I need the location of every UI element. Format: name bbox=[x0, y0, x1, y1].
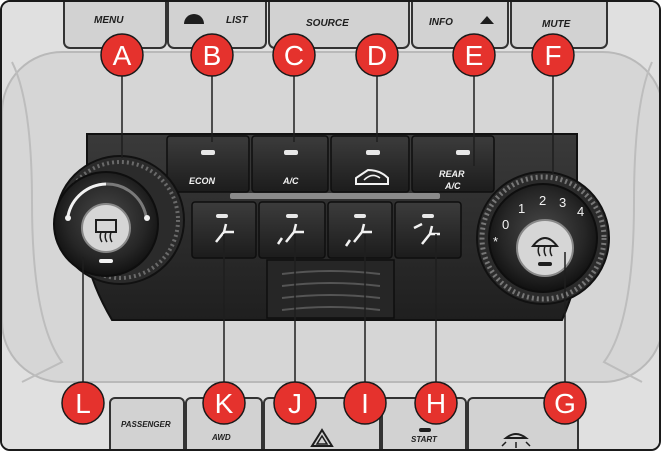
phone-icon bbox=[184, 14, 204, 24]
bezel-contour-left bbox=[11, 61, 64, 383]
callout-h-label: H bbox=[426, 388, 446, 419]
airflow-feet-indicator bbox=[354, 214, 366, 218]
interior-light-icon bbox=[501, 433, 531, 448]
callout-b: B bbox=[190, 33, 234, 77]
rear-ac-indicator bbox=[456, 150, 470, 155]
source-button-label: SOURCE bbox=[306, 18, 349, 29]
callout-j-label: J bbox=[288, 388, 302, 419]
airflow-face-feet-icon bbox=[276, 223, 304, 245]
rear-defrost-button[interactable] bbox=[81, 203, 131, 253]
callout-a-label: A bbox=[113, 40, 132, 71]
callout-j: J bbox=[273, 381, 317, 425]
airflow-feet-button[interactable] bbox=[327, 201, 393, 259]
passenger-button-label: PASSENGER bbox=[121, 420, 171, 429]
list-button-label: LIST bbox=[226, 15, 249, 26]
fan-scale-level-3: 3 bbox=[559, 195, 566, 210]
top-button-row: MENU LIST SOURCE INFO MUTE bbox=[63, 2, 608, 49]
fan-scale-min: 0 bbox=[502, 217, 509, 232]
ac-button-label: A/C bbox=[282, 176, 299, 186]
info-button-label: INFO bbox=[429, 17, 453, 28]
airflow-face-feet-indicator bbox=[286, 214, 298, 218]
bezel-contour-right bbox=[602, 61, 653, 383]
callout-a: A bbox=[100, 33, 144, 77]
rear-ac-label-line2: A/C bbox=[444, 181, 461, 191]
callout-l-label: L bbox=[75, 388, 91, 419]
temperature-arc-warm bbox=[105, 182, 148, 217]
fan-scale-level-1: 1 bbox=[518, 201, 525, 216]
recirculation-icon bbox=[355, 168, 389, 185]
rear-defrost-icon bbox=[95, 219, 117, 243]
mute-button-label: MUTE bbox=[542, 19, 571, 30]
callout-b-label: B bbox=[203, 40, 222, 71]
recirculation-button[interactable] bbox=[330, 135, 410, 193]
airflow-defrost-feet-indicator bbox=[422, 214, 434, 218]
fan-scale-auto: * bbox=[493, 234, 498, 249]
callout-e-label: E bbox=[465, 40, 484, 71]
fan-speed-knob[interactable]: * 0 1 2 3 4 bbox=[476, 171, 610, 305]
fan-scale-level-4: 4 bbox=[577, 204, 584, 219]
panel-top-row: ECON A/C REAR A/C bbox=[166, 135, 495, 193]
callout-d-label: D bbox=[367, 40, 387, 71]
temperature-arc-cool bbox=[66, 182, 107, 217]
passenger-button[interactable] bbox=[109, 397, 185, 451]
menu-button-label: MENU bbox=[94, 15, 124, 26]
airflow-face-feet-button[interactable] bbox=[258, 201, 326, 259]
fan-scale-level-2: 2 bbox=[539, 193, 546, 208]
callout-f: F bbox=[531, 33, 575, 77]
temperature-dot-left bbox=[65, 215, 71, 221]
temperature-knob[interactable] bbox=[53, 155, 185, 285]
callout-h: H bbox=[414, 381, 458, 425]
hazard-icon-inner bbox=[315, 434, 329, 445]
callout-c-label: C bbox=[284, 40, 304, 71]
airflow-face-icon bbox=[215, 223, 234, 243]
callout-f-label: F bbox=[544, 40, 561, 71]
callout-l: L bbox=[61, 381, 105, 425]
temperature-dot-right bbox=[144, 215, 150, 221]
callout-k-label: K bbox=[215, 388, 234, 419]
callout-c: C bbox=[272, 33, 316, 77]
callout-k: K bbox=[202, 381, 246, 425]
chrome-strip bbox=[230, 193, 440, 199]
airflow-defrost-feet-button[interactable] bbox=[394, 201, 462, 259]
front-defrost-icon bbox=[530, 237, 560, 257]
hazard-icon bbox=[310, 428, 334, 447]
rear-defrost-indicator bbox=[99, 259, 113, 263]
ac-button[interactable] bbox=[251, 135, 329, 193]
airflow-button-row bbox=[191, 201, 462, 259]
awd-button-label: AWD bbox=[211, 433, 231, 442]
callout-d: D bbox=[355, 33, 399, 77]
callout-e: E bbox=[452, 33, 496, 77]
ac-indicator bbox=[284, 150, 298, 155]
airflow-feet-icon bbox=[344, 223, 372, 247]
center-vent bbox=[266, 259, 395, 319]
callout-leader-lines bbox=[82, 75, 566, 382]
callout-g: G bbox=[543, 381, 587, 425]
eject-icon bbox=[480, 16, 494, 24]
econ-indicator bbox=[201, 150, 215, 155]
start-indicator bbox=[419, 428, 431, 432]
econ-button-label: ECON bbox=[189, 176, 216, 186]
callout-i: I bbox=[343, 381, 387, 425]
callout-i-label: I bbox=[361, 388, 369, 419]
front-defrost-indicator bbox=[538, 262, 552, 266]
recirculation-indicator bbox=[366, 150, 380, 155]
start-button-label: START bbox=[411, 435, 438, 444]
callout-g-label: G bbox=[554, 388, 576, 419]
airflow-face-indicator bbox=[216, 214, 228, 218]
rear-ac-label-line1: REAR bbox=[439, 169, 465, 179]
econ-button[interactable] bbox=[166, 135, 250, 193]
